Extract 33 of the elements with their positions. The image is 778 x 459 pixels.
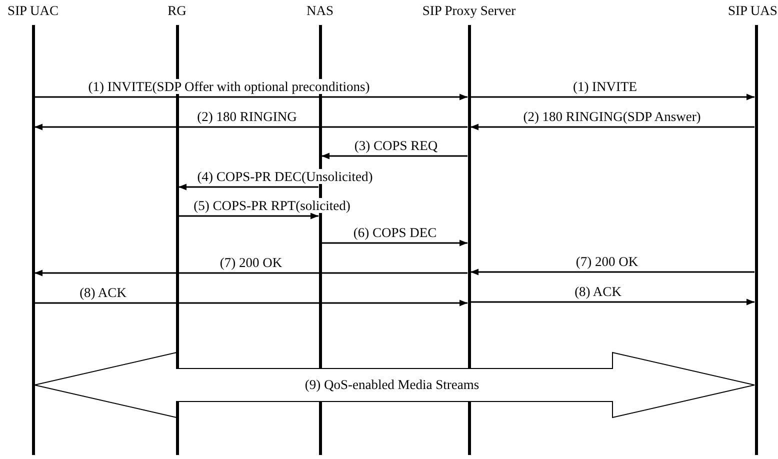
message-arrow [470, 268, 754, 276]
participant-label: SIP UAC [8, 3, 58, 19]
message-arrow [322, 152, 468, 160]
block-arrow [34, 352, 755, 418]
message-arrow [34, 300, 468, 306]
edge-label: (4) COPS-PR DEC(Unsolicited) [196, 169, 374, 184]
participant-label: RG [168, 3, 186, 19]
message-arrow [470, 94, 754, 100]
edge-label: (1) INVITE [572, 79, 638, 94]
edge-label: (8) ACK [574, 284, 622, 299]
message-arrow [34, 270, 468, 276]
edge-label: (5) COPS-PR RPT(solicited) [192, 198, 352, 213]
edge-label: (3) COPS REQ [353, 138, 439, 153]
lifeline [754, 25, 758, 455]
edge-label: (7) 200 OK [218, 255, 284, 270]
participant-label: SIP Proxy Server [422, 3, 516, 19]
message-arrow [178, 184, 318, 190]
message-arrow [470, 124, 754, 130]
edge-label: (8) ACK [78, 285, 128, 300]
edge-label: (2) 180 RINGING(SDP Answer) [522, 109, 702, 124]
participant-label: SIP UAS [728, 3, 778, 19]
edge-label: (7) 200 OK [574, 254, 640, 269]
lifeline [32, 25, 34, 455]
edge-label: (6) COPS DEC [352, 225, 438, 240]
message-arrow [322, 240, 468, 246]
message-arrow [34, 94, 468, 100]
participant-label: NAS [306, 3, 334, 19]
message-arrow [178, 212, 318, 220]
edge-label: (9) QoS-enabled Media Streams [304, 377, 480, 392]
message-arrow [34, 124, 468, 130]
edge-label: (2) 180 RINGING [196, 109, 298, 124]
message-arrow [470, 298, 754, 306]
edge-label: (1) INVITE(SDP Offer with optional preconditions) [87, 79, 371, 94]
